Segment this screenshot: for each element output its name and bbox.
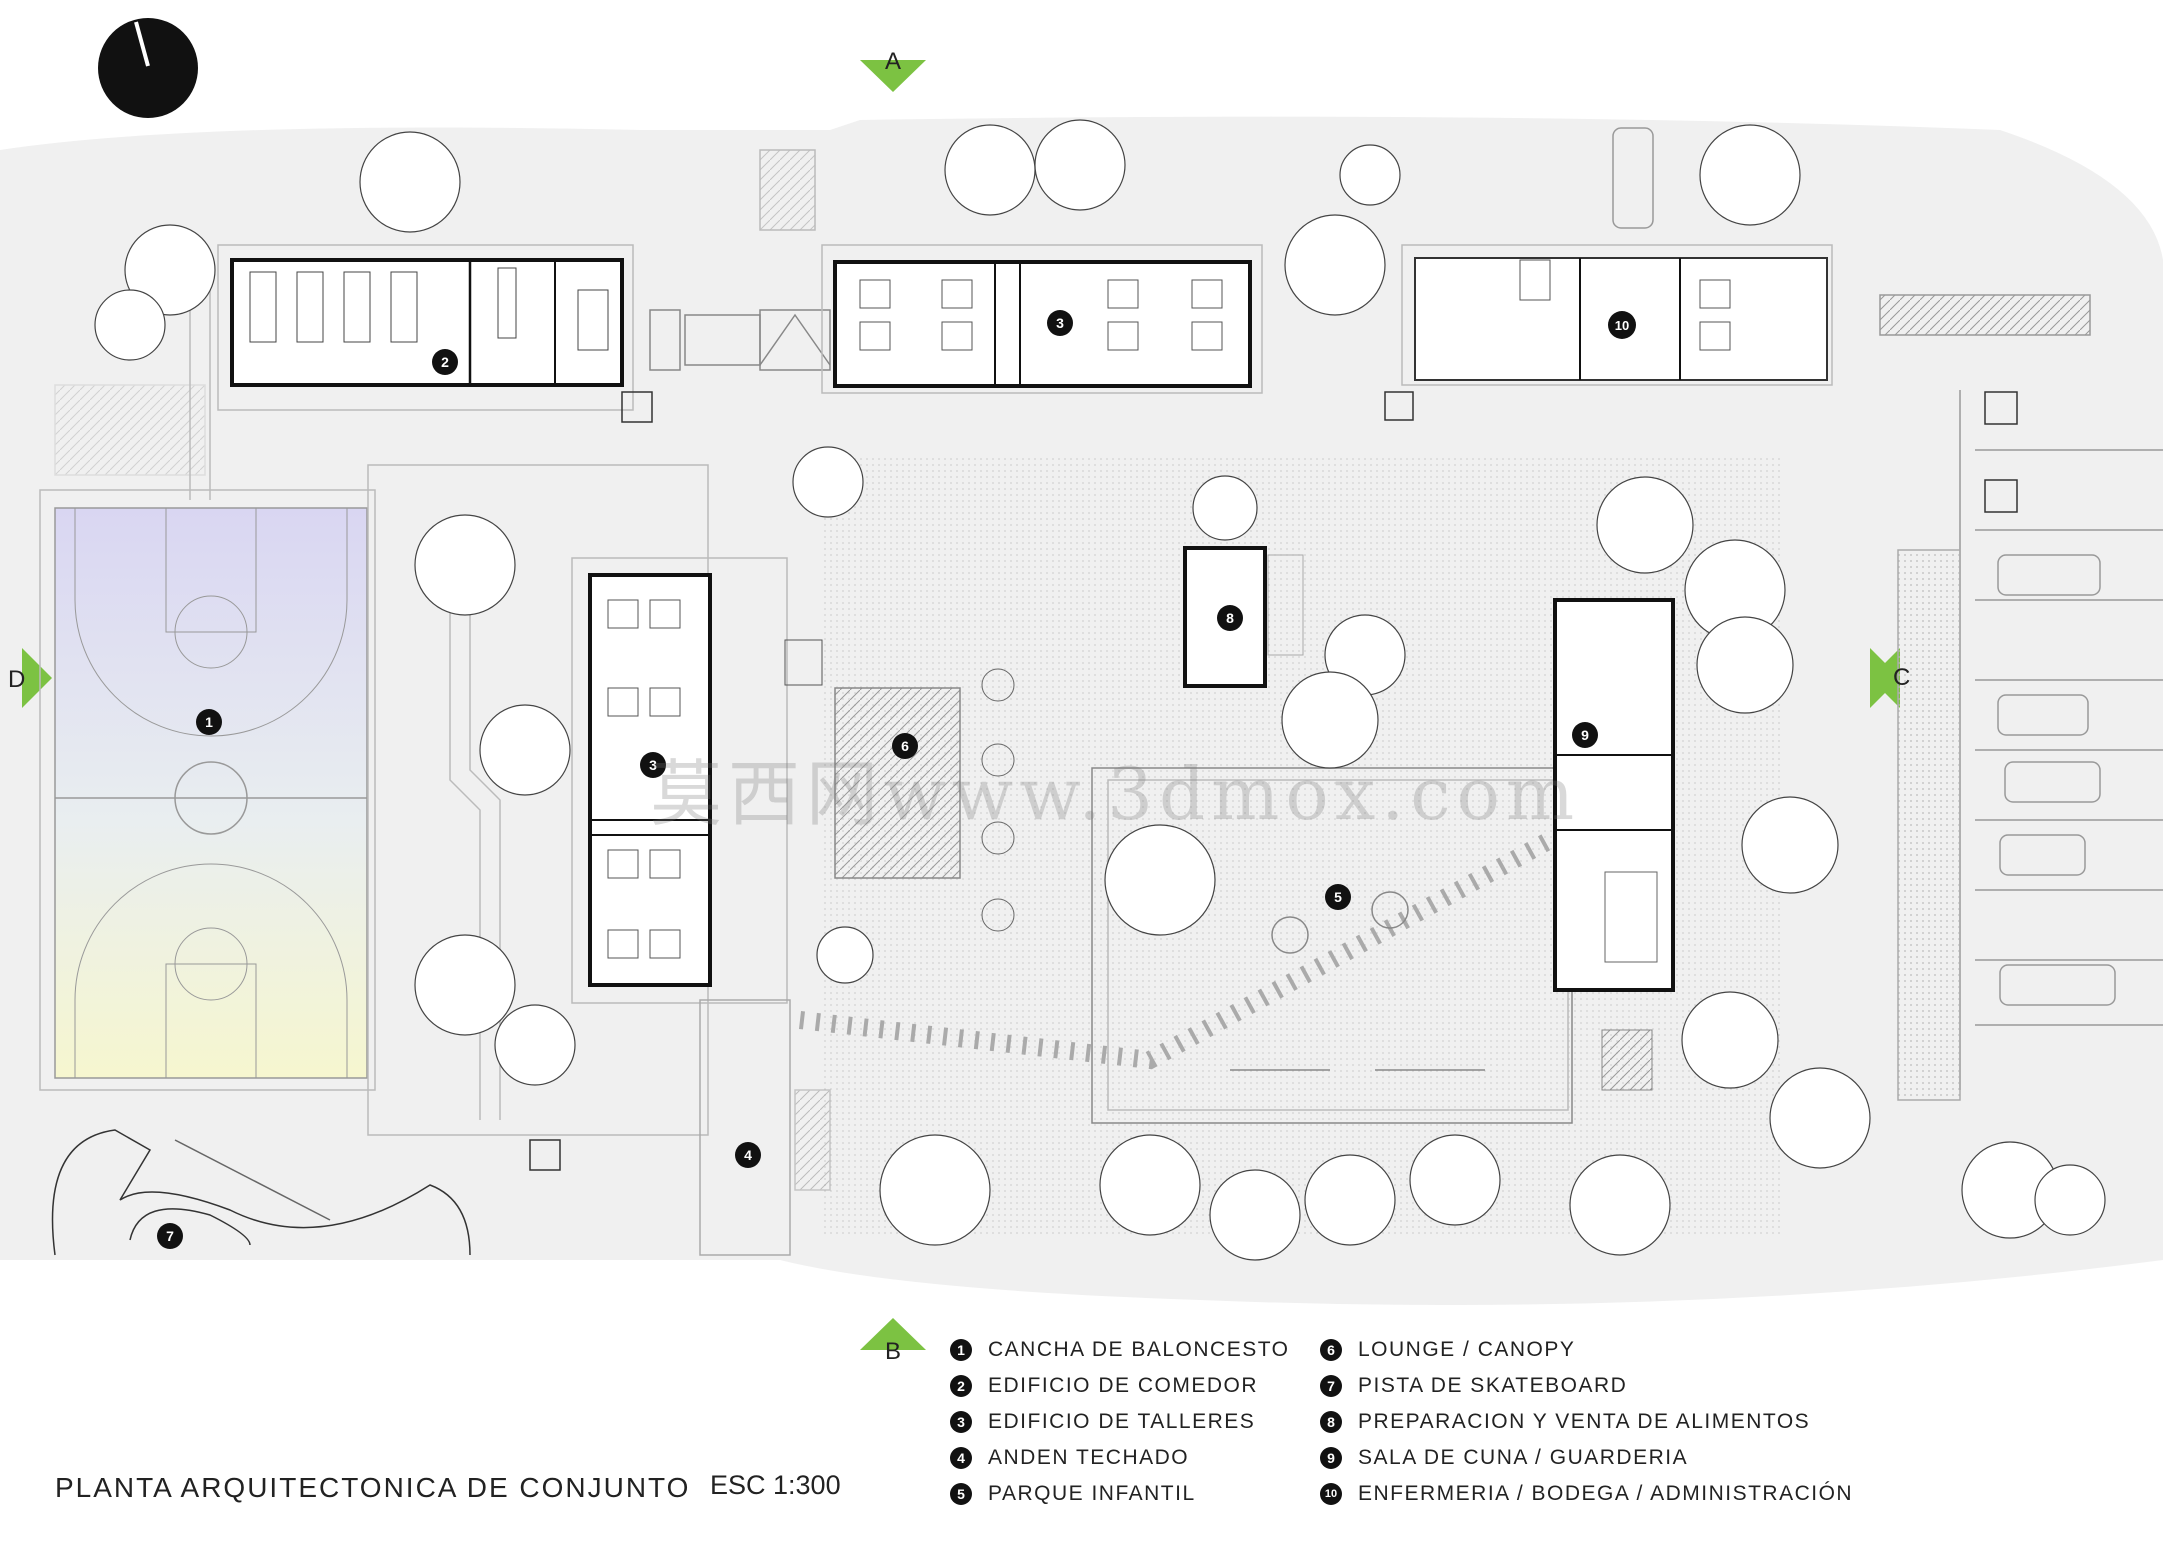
- legend-item: 9 SALA DE CUNA / GUARDERIA: [1320, 1440, 1853, 1476]
- legend-number: 7: [1320, 1375, 1342, 1397]
- legend-number: 8: [1320, 1411, 1342, 1433]
- badge-admin: 10: [1615, 318, 1629, 333]
- trees: [94, 119, 2106, 1261]
- legend-number: 1: [950, 1339, 972, 1361]
- accessibility-icons: [529, 391, 2018, 1171]
- dining-building: [217, 244, 634, 411]
- workshop-building-north: [821, 244, 1263, 394]
- skate-park: [51, 1129, 471, 1256]
- legend: 1 CANCHA DE BALONCESTO 2 EDIFICIO DE COM…: [950, 1332, 1950, 1522]
- legend-number: 5: [950, 1483, 972, 1505]
- legend-number: 9: [1320, 1447, 1342, 1469]
- basketball-court: [39, 489, 376, 1091]
- legend-number: 10: [1320, 1483, 1342, 1505]
- drawing-title: PLANTA ARQUITECTONICA DE CONJUNTO: [55, 1472, 691, 1503]
- legend-number: 3: [950, 1411, 972, 1433]
- legend-label: CANCHA DE BALONCESTO: [988, 1338, 1290, 1361]
- section-marker-c-icon: [1870, 648, 1900, 708]
- legend-item: 7 PISTA DE SKATEBOARD: [1320, 1368, 1853, 1404]
- legend-label: PARQUE INFANTIL: [988, 1482, 1196, 1505]
- section-marker-a-icon: [860, 60, 926, 92]
- badge-court: 1: [205, 714, 213, 730]
- drawing-scale: ESC 1:300: [710, 1470, 841, 1500]
- watermark: 莫西网www.3dmox.com: [650, 752, 1581, 836]
- legend-label: EDIFICIO DE TALLERES: [988, 1410, 1256, 1433]
- walkway: [54, 260, 709, 1136]
- legend-column-right: 6 LOUNGE / CANOPY 7 PISTA DE SKATEBOARD …: [1320, 1332, 1853, 1512]
- section-label-d: D: [8, 666, 26, 693]
- section-label-b: B: [885, 1338, 902, 1365]
- badge-skate: 7: [166, 1228, 174, 1244]
- legend-label: ENFERMERIA / BODEGA / ADMINISTRACIÓN: [1358, 1482, 1854, 1505]
- legend-label: LOUNGE / CANOPY: [1358, 1338, 1576, 1361]
- legend-item: 4 ANDEN TECHADO: [950, 1440, 1290, 1476]
- badge-lounge: 6: [901, 738, 909, 754]
- badge-nursery: 9: [1581, 727, 1589, 743]
- legend-label: EDIFICIO DE COMEDOR: [988, 1374, 1259, 1397]
- badge-workshop-west: 3: [649, 757, 657, 773]
- north-arrow-icon: [98, 18, 198, 118]
- legend-item: 5 PARQUE INFANTIL: [950, 1476, 1290, 1512]
- legend-column-left: 1 CANCHA DE BALONCESTO 2 EDIFICIO DE COM…: [950, 1332, 1290, 1512]
- badge-dining: 2: [441, 354, 449, 370]
- badge-platform: 4: [744, 1147, 752, 1163]
- badge-playground: 5: [1334, 889, 1342, 905]
- section-marker-d-icon: [22, 648, 52, 708]
- stair-ramp: [649, 149, 831, 371]
- legend-number: 4: [950, 1447, 972, 1469]
- section-marker-b-icon: [860, 1318, 926, 1350]
- legend-number: 6: [1320, 1339, 1342, 1361]
- lounge-canopy: [784, 639, 1015, 932]
- badge-workshop-north: 3: [1056, 315, 1064, 331]
- badge-food: 8: [1226, 610, 1234, 626]
- legend-item: 3 EDIFICIO DE TALLERES: [950, 1404, 1290, 1440]
- legend-label: ANDEN TECHADO: [988, 1446, 1190, 1469]
- legend-number: 2: [950, 1375, 972, 1397]
- legend-item: 6 LOUNGE / CANOPY: [1320, 1332, 1853, 1368]
- covered-platform: [699, 999, 831, 1256]
- section-label-c: C: [1893, 664, 1911, 691]
- parking-lot: [1612, 127, 2163, 1101]
- section-label-a: A: [885, 48, 902, 75]
- workshop-building-west: [571, 557, 788, 1004]
- legend-label: PISTA DE SKATEBOARD: [1358, 1374, 1628, 1397]
- legend-item: 10 ENFERMERIA / BODEGA / ADMINISTRACIÓN: [1320, 1476, 1853, 1512]
- legend-item: 2 EDIFICIO DE COMEDOR: [950, 1368, 1290, 1404]
- legend-label: SALA DE CUNA / GUARDERIA: [1358, 1446, 1689, 1469]
- nursery-building: [1553, 598, 1675, 1091]
- legend-item: 8 PREPARACION Y VENTA DE ALIMENTOS: [1320, 1404, 1853, 1440]
- plan-number-badges: 1 2 3 3 4 5 6 7 8 9 10: [157, 310, 1636, 1249]
- legend-item: 1 CANCHA DE BALONCESTO: [950, 1332, 1290, 1368]
- legend-label: PREPARACION Y VENTA DE ALIMENTOS: [1358, 1410, 1811, 1433]
